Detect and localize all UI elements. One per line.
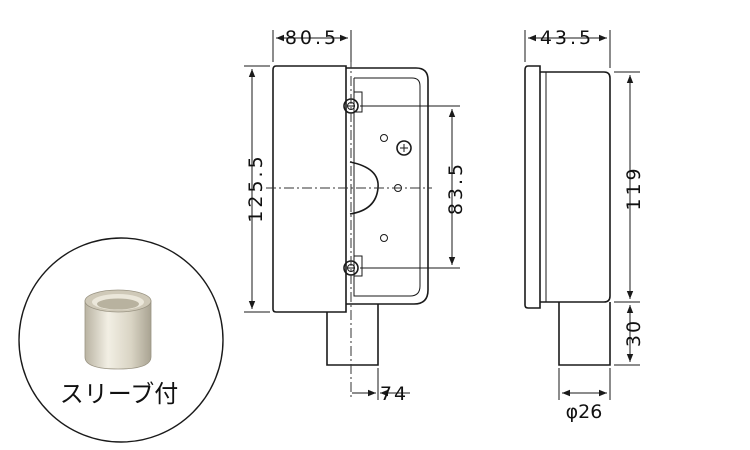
box-body-inner-rim	[353, 77, 421, 297]
box-body-outline	[346, 67, 429, 305]
inset-caption: スリーブ付	[60, 380, 179, 408]
front-view: 80.5 125.5 83.5 74	[244, 27, 467, 405]
side-sleeve-length-label: 30	[623, 319, 645, 347]
front-pitch-label: 83.5	[445, 161, 467, 215]
ground-screw-icon	[396, 140, 412, 156]
front-height-label: 125.5	[245, 153, 267, 222]
hole-lower	[380, 234, 388, 242]
side-view: 43.5 119 30 φ26	[524, 27, 645, 423]
side-sleeve	[558, 302, 611, 366]
bottom-notch	[354, 255, 363, 277]
side-diameter-label: φ26	[566, 401, 603, 423]
side-body-outline	[540, 71, 611, 303]
hole-upper	[380, 134, 388, 142]
side-depth-label: 43.5	[540, 27, 594, 49]
side-height-label: 119	[623, 165, 645, 210]
sleeve-inset: スリーブ付	[18, 237, 224, 443]
box-cover-outline	[272, 65, 347, 313]
front-sleeve	[326, 304, 379, 366]
front-width-label: 80.5	[285, 27, 339, 49]
side-cover-outline	[524, 65, 541, 309]
sleeve-illustration	[84, 289, 152, 370]
front-bottom-label: 74	[380, 383, 408, 405]
top-notch	[354, 91, 363, 113]
